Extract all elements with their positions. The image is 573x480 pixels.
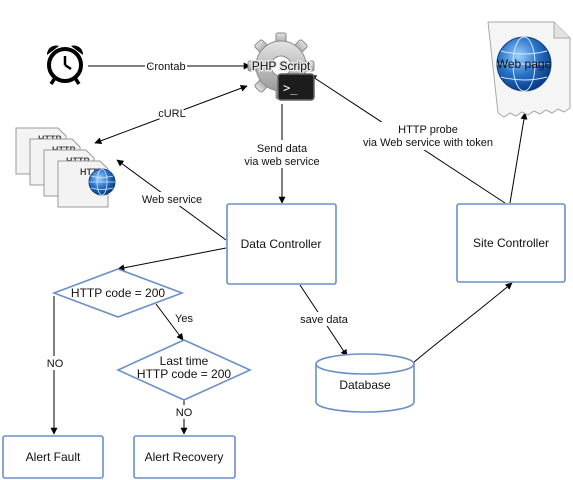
globe-icon — [496, 36, 552, 92]
web-page-label: Web page — [497, 57, 552, 71]
edge-label-yes: Yes — [175, 313, 193, 325]
edge-label-http-probe-1: HTTP probe — [398, 124, 458, 136]
edge-crontab: Crontab — [88, 59, 251, 75]
edge-label-no-recovery: NO — [176, 407, 193, 419]
http-documents-icon: HTTP HTTP HTTP HTTP — [15, 127, 116, 208]
node-alert-fault: Alert Fault — [2, 435, 104, 479]
edge-site-to-webpage — [509, 112, 528, 204]
alert-fault-label: Alert Fault — [26, 450, 81, 464]
node-web-page: Web page — [487, 21, 571, 118]
edge-label-send-data-2: via web service — [244, 156, 319, 168]
edge-yes: Yes — [155, 303, 196, 341]
edge-label-http-probe-2: via Web service with token — [363, 137, 493, 149]
last-time-check-label-1: Last time — [160, 354, 209, 368]
node-site-controller: Site Controller — [456, 203, 566, 283]
last-time-check-label-2: HTTP code = 200 — [137, 367, 231, 381]
edge-http-probe: HTTP probe via Web service with token — [309, 74, 506, 204]
http-doc-label: HTTP — [80, 167, 104, 177]
node-last-time-check: Last time HTTP code = 200 — [116, 339, 252, 401]
edge-label-crontab: Crontab — [146, 61, 185, 73]
edge-no-fault: NO — [44, 296, 66, 435]
edge-save-data: save data — [296, 284, 352, 357]
http-code-check-label: HTTP code = 200 — [71, 286, 165, 300]
alarm-clock-icon — [46, 45, 84, 85]
alert-recovery-label: Alert Recovery — [145, 450, 224, 464]
node-database: Database — [315, 353, 415, 413]
edge-label-web-service: Web service — [142, 194, 202, 206]
globe-icon — [88, 168, 116, 196]
edge-label-curl: cURL — [158, 108, 186, 120]
terminal-prompt: >_ — [283, 81, 298, 95]
node-data-controller: Data Controller — [226, 203, 337, 285]
node-http-code-check: HTTP code = 200 — [51, 268, 185, 318]
edge-send-data: Send data via web service — [238, 104, 328, 204]
node-php-script: PHP Script >_ — [247, 32, 315, 101]
terminal-icon: >_ — [277, 73, 315, 101]
data-controller-label: Data Controller — [241, 237, 322, 251]
site-controller-label: Site Controller — [473, 236, 549, 250]
edge-label-save-data: save data — [300, 314, 349, 326]
edge-label-send-data-1: Send data — [257, 143, 308, 155]
database-label: Database — [339, 378, 391, 392]
edge-no-recovery: NO — [173, 400, 195, 435]
node-alert-recovery: Alert Recovery — [133, 435, 236, 479]
php-script-label: PHP Script — [252, 59, 311, 73]
edge-data-to-http-check — [117, 247, 227, 272]
edge-web-service: Web service — [116, 159, 227, 241]
edge-database-to-site — [412, 282, 513, 364]
edge-curl: cURL — [94, 84, 248, 145]
edge-label-no-fault: NO — [47, 358, 64, 370]
